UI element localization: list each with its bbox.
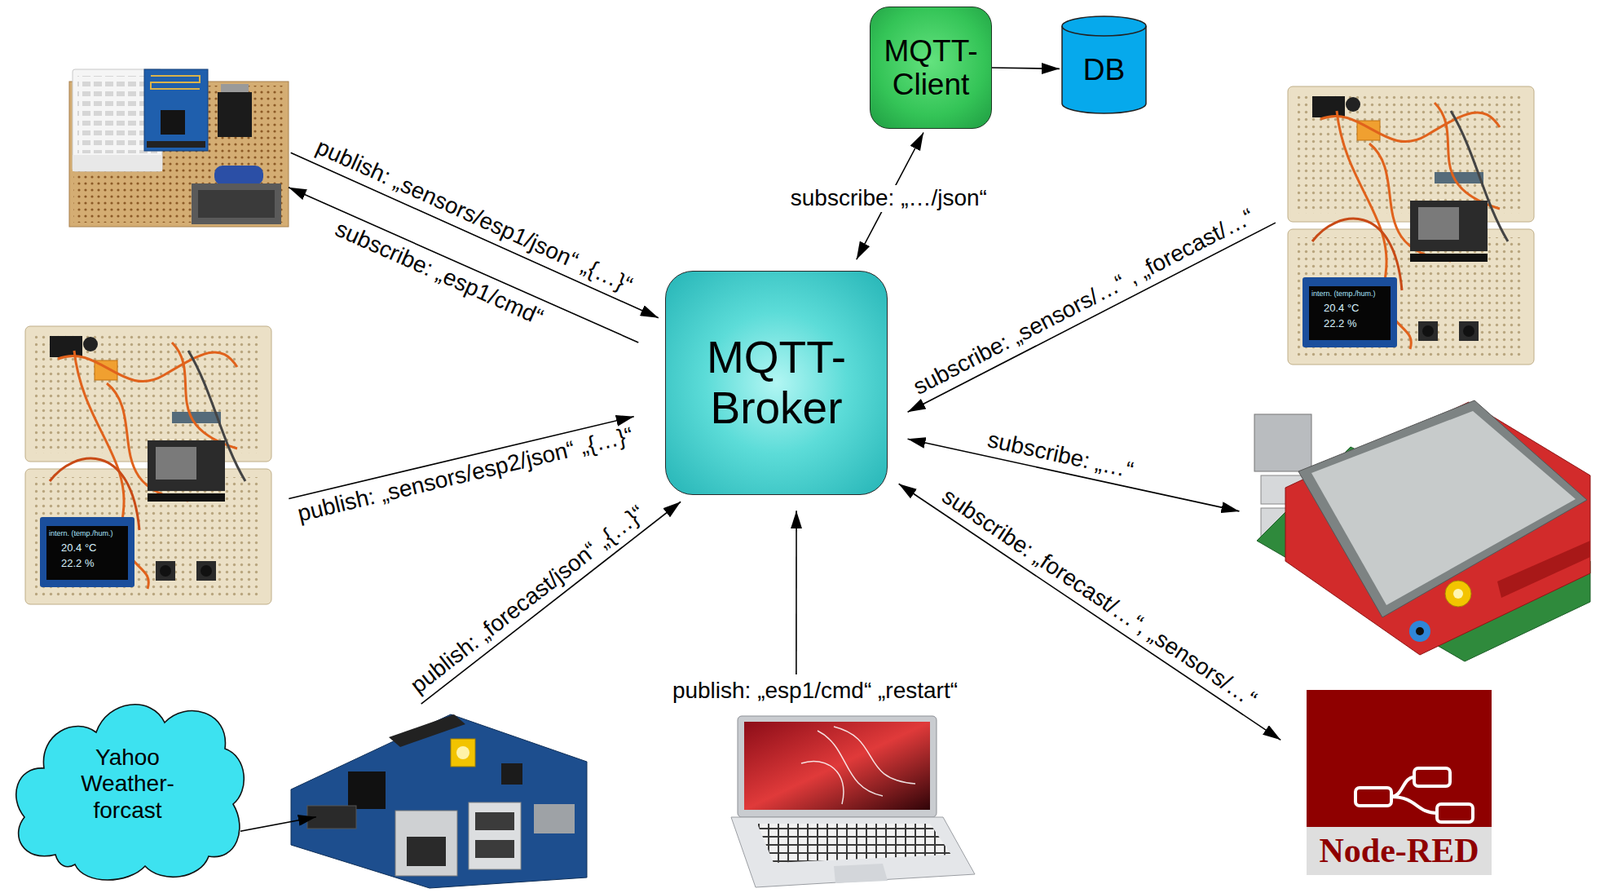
cloud-label: Yahoo Weather-forcast xyxy=(69,744,186,824)
esp1-board-picture-part xyxy=(214,165,264,186)
raspberry-pi-picture-part xyxy=(1298,400,1587,618)
laptop-picture-part xyxy=(801,726,916,804)
esp2-display-board: intern. (temp./hum.) 20.4 °C 22.2 % xyxy=(25,326,274,604)
raspberry-pi-picture-part xyxy=(1415,626,1424,635)
logo-label: Node-RED xyxy=(1306,826,1492,875)
banana-pi-picture-part xyxy=(468,802,521,869)
nodered-outline-part xyxy=(1355,767,1473,822)
edge-label: subscribe: „forecast/…“, „sensors/…“ xyxy=(937,482,1262,712)
esp2-board-picture xyxy=(25,326,272,604)
banana-pi-picture-part xyxy=(406,836,446,866)
banana-pi-picture-part xyxy=(456,745,470,759)
esp1-board-picture-part xyxy=(150,75,200,89)
laptop xyxy=(719,714,975,888)
oled-temperature: 20.4 °C xyxy=(1323,301,1360,314)
esp1-board-picture-part xyxy=(144,69,208,151)
nodered-outline-part-part xyxy=(1436,803,1473,822)
laptop-picture-part xyxy=(757,823,952,863)
connector-arrow xyxy=(907,222,1276,412)
connector-arrow xyxy=(795,510,798,675)
banana-pi-picture-part xyxy=(290,714,587,888)
banana-pi-picture-part xyxy=(475,811,515,830)
nodered-outline-part-part xyxy=(1355,787,1392,806)
esp1-board-picture xyxy=(69,69,289,227)
oled-humidity: 22.2 % xyxy=(61,556,94,569)
laptop-picture xyxy=(731,715,975,887)
nodered-outline-part-part xyxy=(1414,767,1451,786)
esp1-board-picture-part xyxy=(146,141,206,148)
cloud-outline-part xyxy=(16,704,245,880)
connector-arrow xyxy=(991,67,1060,69)
nodered-outline-part xyxy=(1306,826,1492,875)
edge-label: publish: „sensors/esp2/json“ „{…}“ xyxy=(295,421,636,527)
esp1-board-picture-part xyxy=(198,189,275,218)
oled-temperature: 20.4 °C xyxy=(61,541,97,554)
client-label: MQTT- Client xyxy=(877,34,985,102)
banana-pi-picture-part xyxy=(501,762,523,785)
weather-cloud: Yahoo Weather-forcast xyxy=(4,681,251,886)
edge-label: publish: „forecast/json“ „{…}“ xyxy=(405,499,650,698)
client-box: MQTT- Client xyxy=(869,6,992,129)
connector-arrow xyxy=(421,501,681,704)
node-red-logo: Node-RED xyxy=(1306,689,1492,875)
esp1-board-picture-part xyxy=(160,110,186,135)
raspberry-pi-picture xyxy=(1254,400,1591,662)
edge-label: subscribe: „…/json“ xyxy=(788,185,990,212)
nodered-outline-part-part xyxy=(1391,796,1437,813)
laptop-picture-part xyxy=(731,816,975,887)
esp1-board-picture-part xyxy=(217,92,252,137)
database-label: DB xyxy=(1083,53,1125,88)
raspberry-pi-display xyxy=(1252,397,1591,662)
banana-pi-board xyxy=(290,714,587,888)
edge-label: subscribe: „sensors/…“ , „forecast/…“ xyxy=(909,203,1259,401)
edge-label: subscribe: „…“ xyxy=(985,426,1137,484)
db-outline-part xyxy=(1062,26,1147,36)
laptop-picture-part xyxy=(833,863,888,883)
raspberry-pi-picture-part xyxy=(1453,588,1464,599)
broker-box: MQTT- Broker xyxy=(665,270,888,495)
raspberry-pi-picture-part xyxy=(1254,414,1312,472)
nodered-outline-part-part xyxy=(1391,776,1415,797)
esp-display-board: intern. (temp./hum.) 20.4 °C 22.2 % xyxy=(1287,86,1534,365)
raspberry-pi-picture-part xyxy=(1497,540,1591,598)
raspberry-pi-picture-part xyxy=(1445,580,1472,607)
oled-header: intern. (temp./hum.) xyxy=(1311,289,1376,299)
banana-pi-picture-part xyxy=(395,810,458,876)
banana-pi-picture xyxy=(290,714,587,888)
broker-label: MQTT- Broker xyxy=(672,332,881,433)
esp-board-picture xyxy=(1287,86,1534,365)
raspberry-pi-picture-part xyxy=(1311,410,1576,605)
laptop-picture-part xyxy=(744,721,931,810)
oled-humidity: 22.2 % xyxy=(1323,317,1357,330)
db-outline-part xyxy=(1062,16,1147,114)
edge-label: publish: „esp1/cmd“ „restart“ xyxy=(672,677,958,704)
esp1-board-picture-part xyxy=(72,154,163,172)
banana-pi-picture-part xyxy=(533,803,575,834)
esp1-sensor-board xyxy=(69,69,289,227)
database-cylinder: DB xyxy=(1061,15,1147,115)
connector-arrow xyxy=(240,816,317,832)
esp1-board-picture-part xyxy=(191,183,282,225)
banana-pi-picture-part xyxy=(348,771,386,809)
banana-pi-picture-part xyxy=(475,839,515,858)
nodered-outline-part xyxy=(1306,689,1492,875)
oled-header: intern. (temp./hum.) xyxy=(48,528,114,538)
banana-pi-picture-part xyxy=(450,738,476,767)
raspberry-pi-picture-part xyxy=(1409,620,1431,642)
laptop-picture-part xyxy=(737,715,937,817)
